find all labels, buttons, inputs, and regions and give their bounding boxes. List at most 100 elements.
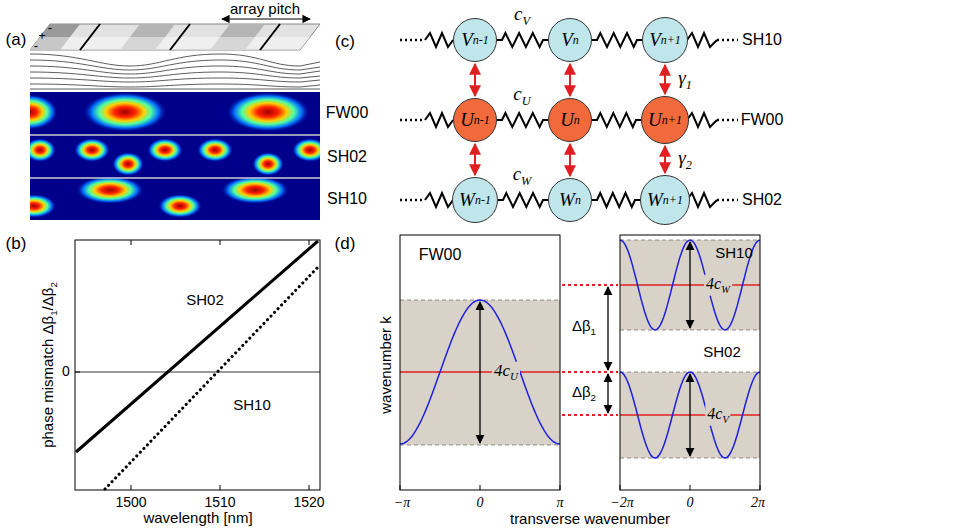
label: γ (678, 147, 686, 168)
spring (498, 193, 548, 207)
label: 1500 (115, 494, 146, 510)
label: c (513, 163, 521, 184)
site-circle: Vn-1 (453, 18, 497, 62)
subscript: 1 (48, 310, 59, 315)
subscript: n (574, 113, 580, 128)
mode-amplitude: V (649, 29, 661, 51)
spring (592, 113, 641, 127)
label: 4c (707, 405, 722, 422)
label-group: 1520 (293, 495, 324, 510)
subscript: V (522, 14, 530, 28)
spring (592, 193, 640, 207)
site-circle: Wn-1 (452, 177, 498, 223)
label: - (48, 20, 52, 35)
subscript: W (521, 174, 531, 188)
label: c (514, 3, 522, 24)
label: wavenumber k (377, 316, 394, 414)
label: SH02 (327, 148, 367, 165)
subscript: 1 (591, 326, 596, 337)
label-group: Δβ1 (572, 318, 596, 338)
site-circle: Vn (548, 18, 592, 62)
label: 4c (494, 361, 510, 380)
label-group: SH02 (742, 191, 782, 209)
subscript: n-1 (475, 193, 491, 208)
label-group: - (48, 21, 52, 35)
subscript: n (573, 33, 579, 48)
label-group: (a) (6, 31, 27, 50)
label-group: transverse wavenumber (510, 511, 670, 528)
label: SH10 (715, 244, 753, 261)
label-group: + (38, 30, 45, 43)
label-group: π (556, 495, 563, 510)
subscript: n+1 (663, 193, 683, 208)
label: Δβ (572, 317, 591, 334)
site-circle: Wn+1 (640, 175, 690, 225)
spring (592, 33, 642, 47)
label-group: 4cU (492, 362, 520, 383)
label: 1510 (204, 494, 235, 510)
mode-amplitude: W (647, 189, 663, 211)
subscript: n-1 (474, 113, 490, 128)
label-group: FW00 (741, 111, 784, 129)
label-group: SH10 (742, 31, 782, 49)
label: SH10 (742, 31, 782, 48)
label: + (38, 29, 45, 43)
label-group: Δβ2 (572, 384, 596, 404)
subscript: n-1 (473, 33, 489, 48)
label-group: SH02 (703, 344, 741, 361)
label: c (513, 83, 521, 104)
band-diagram (400, 235, 760, 490)
label-group: SH10 (327, 190, 367, 208)
mode-amplitude: W (459, 189, 475, 211)
coupling-arrow (664, 65, 666, 94)
label: Δβ (572, 383, 591, 400)
label: 4c (706, 275, 721, 292)
coupling-arrow (474, 64, 476, 96)
label: (d) (335, 234, 356, 253)
label-group: SH10 (715, 245, 753, 262)
label: wavelength [nm] (143, 509, 252, 526)
subscript: 1 (686, 78, 692, 92)
subscript: U (510, 370, 518, 382)
coupling-arrow (569, 144, 571, 176)
label: 0 (687, 495, 694, 510)
mode-amplitude: U (560, 109, 574, 131)
spring (497, 33, 548, 47)
label-group: −2π (610, 495, 633, 510)
electrode-plane (30, 19, 320, 50)
label-group: (c) (335, 33, 355, 52)
subscript: n (575, 193, 581, 208)
subscript: n+1 (662, 113, 682, 128)
label: −π (394, 495, 410, 510)
site-circle: Wn (548, 178, 592, 222)
subscript: 2 (48, 282, 59, 287)
label: FW00 (326, 104, 369, 121)
label: (b) (6, 234, 27, 253)
label: 1520 (293, 494, 324, 510)
label: π (556, 495, 563, 510)
label: γ (678, 67, 686, 88)
label-group: 0 (477, 495, 484, 510)
label: transverse wavenumber (510, 510, 670, 527)
label-group: cU (513, 84, 530, 108)
label-group: phase mismatch Δβ1/Δβ2 (40, 282, 60, 448)
site-circle: Vn+1 (642, 17, 688, 63)
label: 0 (62, 363, 70, 379)
mode-amplitude: W (559, 189, 575, 211)
spring (497, 113, 548, 127)
coupling-arrow (664, 146, 666, 173)
site-circle: Un-1 (453, 98, 497, 142)
label: FW00 (419, 246, 462, 263)
label-group: FW00 (326, 104, 369, 122)
label-group: 4cV (705, 405, 730, 426)
label: FW00 (741, 111, 784, 128)
label-group: cV (514, 4, 530, 28)
label: (c) (335, 32, 355, 51)
label-group: - (34, 39, 38, 53)
mode-amplitude: V (461, 29, 473, 51)
label-group: wavelength [nm] (143, 510, 252, 527)
mode-amplitude: U (460, 109, 474, 131)
label-group: γ2 (678, 148, 692, 172)
